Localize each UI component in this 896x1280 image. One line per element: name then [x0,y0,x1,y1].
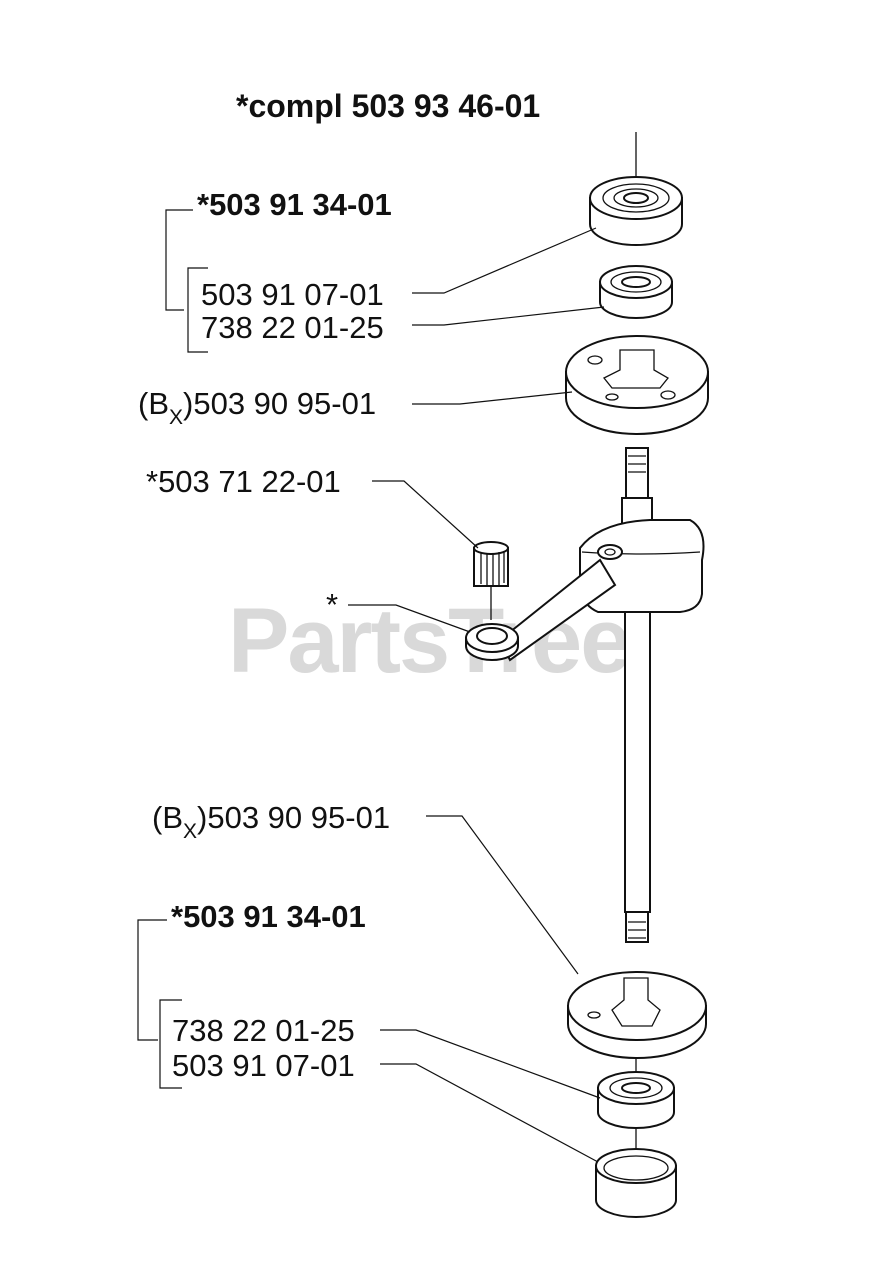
top-kit-label: *503 91 34-01 [197,187,392,222]
needle-bearing [473,541,509,620]
bottom-bearing-plate [567,971,707,1059]
crankshaft-asterisk: * [326,587,338,622]
bottom-kit-label: *503 91 34-01 [171,899,366,934]
needle-bearing-label: *503 71 22-01 [146,464,341,499]
bottom-bearing-plate-label: (BX)503 90 95-01 [152,800,390,843]
top-bracket [165,209,208,353]
bottom-bearing [597,1071,675,1129]
top-seal-label: 738 22 01-25 [201,310,384,345]
top-bearing-plate-label: (BX)503 90 95-01 [138,386,376,429]
bottom-bracket [137,919,182,1089]
bottom-seal-label: 738 22 01-25 [172,1013,355,1048]
top-bearing-plate [565,335,709,435]
connecting-rod [465,558,617,662]
top-bearing-label: 503 91 07-01 [201,277,384,312]
leader-lines [348,227,605,1163]
top-bearing [599,265,673,319]
top-outer-bearing [589,176,683,246]
bottom-bearing-label: 503 91 07-01 [172,1048,355,1083]
crankshaft [579,447,705,943]
assembly-label: *compl 503 93 46-01 [236,88,540,124]
bottom-seal-ring [595,1148,677,1218]
